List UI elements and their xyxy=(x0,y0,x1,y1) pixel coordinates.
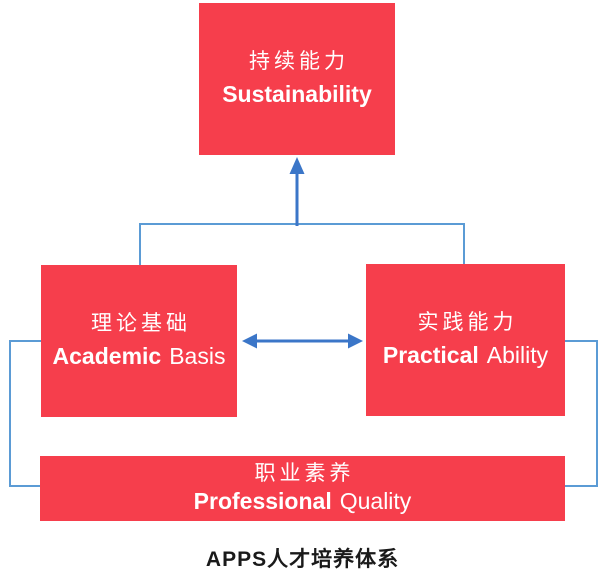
double-arrow-left-head-icon xyxy=(242,333,257,349)
box-professional-zh-label: 职业素养 xyxy=(254,461,355,485)
left-bracket-line xyxy=(9,340,41,487)
box-sustainability-en-label: Sustainability xyxy=(222,80,372,107)
box-academic-zh-label: 理论基础 xyxy=(91,312,191,336)
right-bracket-line xyxy=(565,340,598,487)
double-arrow-right-head-icon xyxy=(348,333,363,349)
diagram-caption: APPS人才培养体系 xyxy=(205,548,400,571)
top-bracket-line xyxy=(139,223,465,265)
up-arrow-head-icon xyxy=(289,157,305,174)
box-sustainability-zh-label: 持续能力 xyxy=(249,50,349,74)
box-practical-zh-label: 实践能力 xyxy=(417,311,518,335)
box-sustainability: 持续能力 Sustainability xyxy=(199,3,395,155)
